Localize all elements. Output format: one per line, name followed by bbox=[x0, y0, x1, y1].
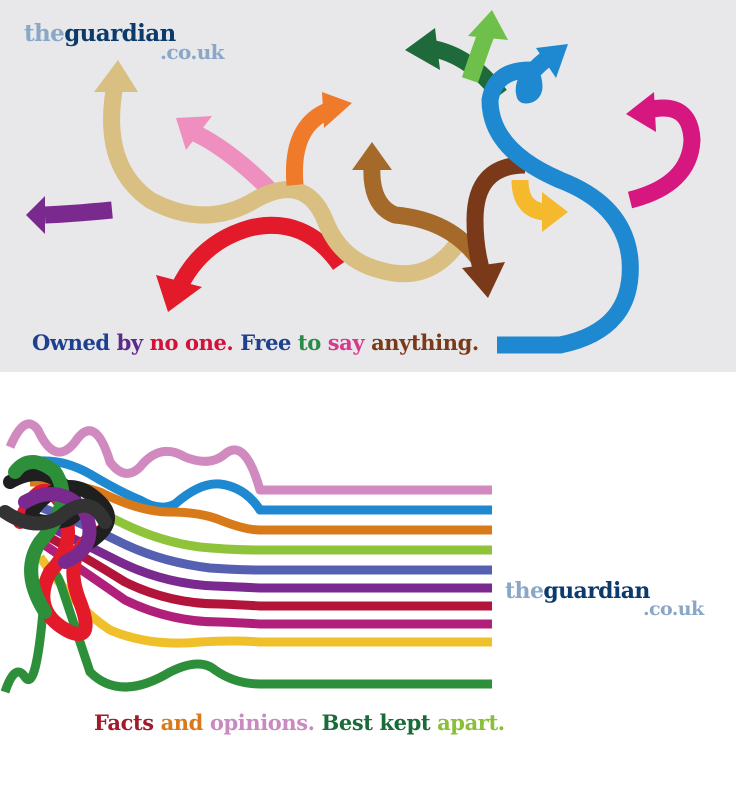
light-pink-arrowhead bbox=[176, 116, 212, 150]
tan-arrow bbox=[103, 83, 468, 283]
orange-arrow bbox=[285, 102, 334, 186]
light-green-arrowhead bbox=[468, 10, 508, 40]
red-arrow bbox=[170, 216, 347, 294]
pink-arrowhead bbox=[626, 92, 656, 132]
logo-guardian: guardian bbox=[543, 578, 650, 604]
yellow-arrow bbox=[511, 179, 547, 221]
red-arrowhead bbox=[156, 275, 202, 312]
tan-arrowhead bbox=[94, 60, 138, 92]
tagline-word: anything. bbox=[371, 330, 479, 355]
tagline-word: no one. bbox=[149, 330, 241, 355]
pink-arrow bbox=[627, 99, 701, 209]
tagline-word: by bbox=[116, 330, 150, 355]
tagline-word: Free bbox=[240, 330, 298, 355]
advert-panel-bottom: theguardian .co.uk Facts and opinions. B… bbox=[0, 372, 736, 810]
guardian-logo: theguardian .co.uk bbox=[24, 20, 224, 62]
dark-brown-arrowhead bbox=[462, 262, 505, 298]
tagline-word: Best kept bbox=[321, 710, 438, 735]
orange-arrowhead bbox=[322, 92, 352, 128]
logo-domain: .co.uk bbox=[643, 598, 704, 620]
logo-the: the bbox=[24, 20, 65, 47]
tagline-word: to bbox=[297, 330, 328, 355]
logo-guardian: guardian bbox=[64, 20, 176, 47]
tagline-word: opinions. bbox=[209, 710, 322, 735]
light-brown-arrowhead bbox=[352, 142, 392, 170]
forest-line bbox=[0, 568, 492, 694]
guardian-logo: theguardian .co.uk bbox=[505, 578, 704, 619]
lines-artwork bbox=[0, 419, 492, 694]
purple-arrow bbox=[44, 201, 113, 224]
tagline: Facts and opinions. Best kept apart. bbox=[94, 710, 505, 735]
logo-domain: .co.uk bbox=[160, 40, 224, 64]
purple-arrowhead bbox=[26, 196, 45, 234]
indigo-line bbox=[38, 502, 492, 575]
arrows-artwork bbox=[26, 10, 701, 354]
blue-arrowhead bbox=[536, 44, 568, 78]
advert-panel-top: theguardian .co.uk Owned by no one. Free… bbox=[0, 0, 736, 372]
tagline-word: Owned bbox=[32, 330, 117, 355]
tagline-word: apart. bbox=[437, 710, 505, 735]
tagline-word: say bbox=[327, 330, 372, 355]
lilac-line bbox=[5, 419, 492, 495]
light-pink-arrow bbox=[191, 125, 277, 197]
tangled-lines bbox=[0, 455, 115, 641]
blue-arrow bbox=[481, 53, 639, 354]
dark-brown-arrow bbox=[466, 156, 526, 278]
logo-the: the bbox=[505, 578, 544, 604]
tagline-word: and bbox=[160, 710, 210, 735]
dark-green-arrowhead bbox=[405, 28, 440, 70]
yellow-arrowhead bbox=[542, 192, 568, 232]
tagline-word: Facts bbox=[94, 710, 161, 735]
tagline: Owned by no one. Free to say anything. bbox=[32, 330, 479, 355]
light-brown-arrow bbox=[363, 164, 485, 264]
